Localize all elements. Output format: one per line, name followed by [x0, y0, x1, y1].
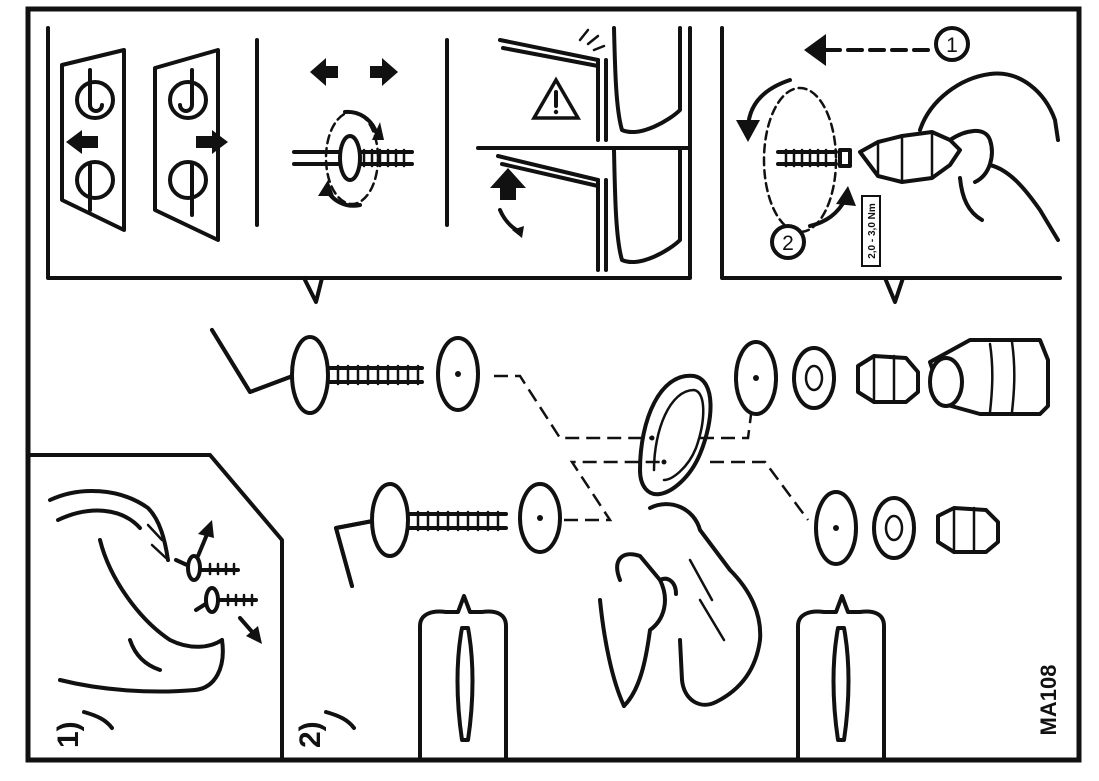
callout-number: 1 — [946, 34, 958, 57]
hook-bolt-upper — [210, 328, 424, 415]
washer-lower-right — [814, 490, 858, 566]
rubber-washer-lower — [872, 496, 916, 560]
top-left-panel-frame — [46, 26, 692, 280]
arrow-up-icon — [196, 520, 214, 558]
step-1-frame — [26, 453, 284, 762]
bolt-upper — [174, 554, 240, 582]
arrow-left-icon — [66, 130, 98, 154]
arrow-left-icon — [804, 34, 932, 66]
washer-lower-left — [518, 482, 562, 554]
hook-bolt-lower — [334, 482, 508, 588]
callout-2: 2 — [770, 224, 806, 260]
nut-lower — [936, 506, 1000, 554]
step-label-1: 1) — [52, 721, 85, 748]
double-arrow-icon — [310, 58, 398, 86]
lid-lifting-view — [496, 148, 682, 272]
lid-closing-view — [498, 26, 682, 142]
cover-cap — [928, 338, 1050, 416]
top-right-panel-frame — [720, 26, 1062, 280]
threaded-bolt-end — [762, 86, 852, 234]
toilet-seat-hinge-view — [48, 489, 225, 694]
hinge-plate-left — [60, 48, 126, 232]
rotate-arrow-icon — [808, 186, 856, 228]
arrow-down-icon — [238, 616, 262, 644]
bolt-lower — [194, 586, 258, 614]
arrow-up-icon — [490, 168, 526, 238]
callout-number: 2 — [782, 232, 794, 255]
hand-with-cloth — [598, 502, 763, 708]
arrow-right-icon — [196, 130, 228, 154]
step-1-curve — [82, 710, 114, 730]
rotate-arrow-icon — [318, 109, 384, 208]
top-left-panel-pointer — [302, 276, 324, 304]
torque-label-box: 2,0 - 3,0 Nm — [861, 195, 881, 267]
washer-upper-right — [734, 340, 778, 416]
bowl-mounting-bracket — [638, 373, 713, 497]
step-2-curve — [324, 710, 356, 730]
nut-upper — [856, 354, 920, 404]
washer-upper-left — [436, 336, 480, 412]
warning-triangle-icon — [530, 76, 582, 120]
callout-1: 1 — [934, 26, 970, 62]
rotate-arrow-icon — [736, 78, 792, 142]
hinge-plate-right — [153, 48, 220, 242]
figure-code: MA108 — [1036, 665, 1061, 736]
seat-cross-section-right — [796, 594, 886, 762]
rubber-washer-upper — [792, 346, 836, 410]
assembly-guide-lower — [564, 460, 810, 522]
seat-cross-section-left — [418, 594, 508, 762]
top-right-panel-pointer — [883, 276, 905, 304]
step-label-2: 2) — [294, 721, 327, 748]
torque-label: 2,0 - 3,0 Nm — [867, 203, 878, 259]
hand-with-nut — [858, 71, 1060, 242]
